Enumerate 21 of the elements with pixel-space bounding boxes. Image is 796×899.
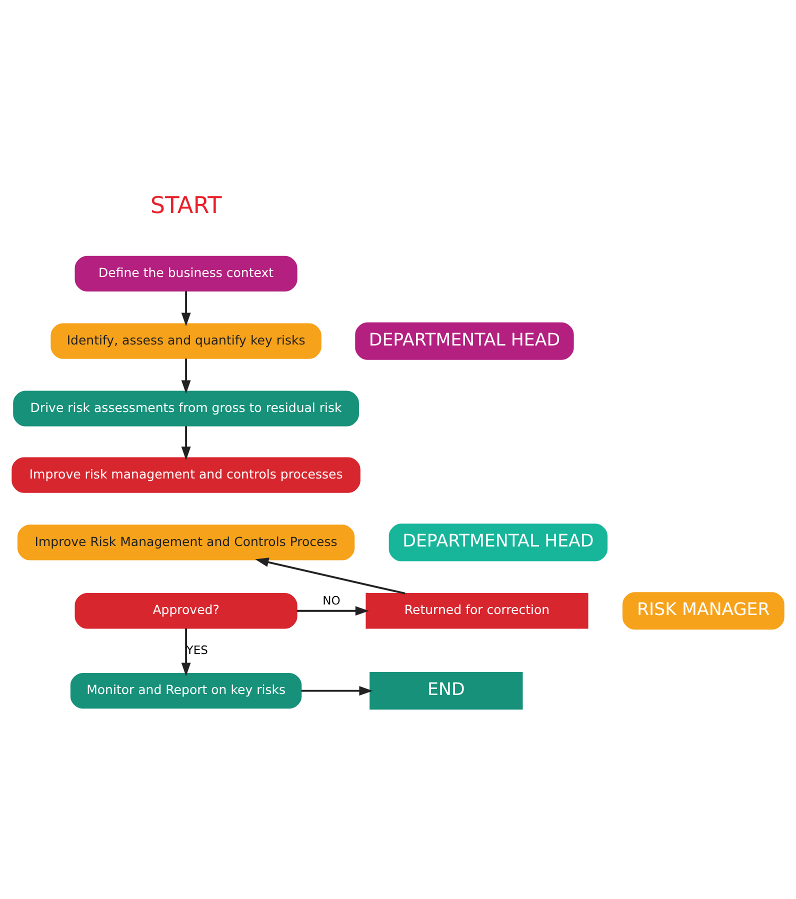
node-box: Monitor and Report on key risks	[70, 673, 302, 709]
arrow	[255, 558, 406, 594]
arrow	[301, 686, 373, 696]
node-box: Approved?	[74, 593, 298, 629]
arrow	[181, 358, 191, 394]
node-box: DEPARTMENTAL HEAD	[388, 524, 608, 562]
node-box: Identify, assess and quantify key risks	[50, 323, 322, 359]
node-box: Returned for correction	[366, 593, 588, 629]
node-box: DEPARTMENTAL HEAD	[355, 322, 574, 360]
arrow	[181, 628, 191, 676]
node-box: Improve risk management and controls processes	[12, 457, 360, 493]
node-box: END	[370, 672, 523, 710]
node-box: Drive risk assessments from gross to residual risk	[13, 390, 359, 426]
arrow	[181, 291, 191, 326]
edge-label: NO	[322, 594, 340, 608]
node-box: Improve Risk Management and Controls Process	[17, 524, 355, 560]
label: START	[150, 193, 222, 220]
arrow	[296, 606, 369, 616]
node-box: RISK MANAGER	[622, 592, 784, 630]
arrow	[181, 426, 191, 460]
node-box: Define the business context	[74, 256, 298, 292]
